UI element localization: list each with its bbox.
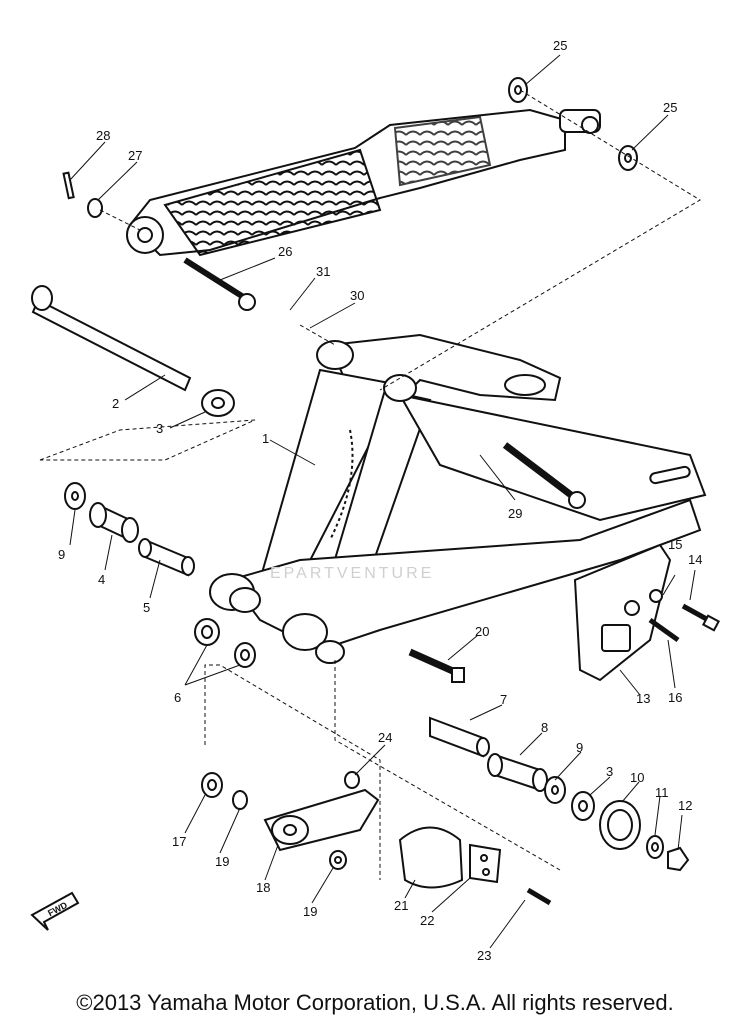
part-label-26: 26 <box>278 244 292 259</box>
shock-hardware <box>62 77 638 311</box>
part-label-7: 7 <box>500 692 507 707</box>
part-label-6: 6 <box>174 690 181 705</box>
right-bushings <box>429 716 690 872</box>
part-label-17: 17 <box>172 834 186 849</box>
part-label-19: 19 <box>215 854 229 869</box>
part-label-24: 24 <box>378 730 392 745</box>
pivot-shaft <box>31 285 235 417</box>
swing-arm <box>209 333 707 664</box>
part-label-14: 14 <box>688 552 702 567</box>
lower-components <box>201 771 552 906</box>
part-label-29: 29 <box>508 506 522 521</box>
copyright-notice: ©2013 Yamaha Motor Corporation, U.S.A. A… <box>76 990 674 1015</box>
part-label-3: 3 <box>606 764 613 779</box>
part-label-3: 3 <box>156 421 163 436</box>
part-label-19: 19 <box>303 904 317 919</box>
part-label-27: 27 <box>128 148 142 163</box>
part-label-18: 18 <box>256 880 270 895</box>
part-label-4: 4 <box>98 572 105 587</box>
bolts <box>408 442 720 683</box>
watermark: EPARTVENTURE <box>270 565 435 582</box>
part-label-25: 25 <box>663 100 677 115</box>
part-label-8: 8 <box>541 720 548 735</box>
part-label-16: 16 <box>668 690 682 705</box>
part-label-9: 9 <box>576 740 583 755</box>
part-label-13: 13 <box>636 691 650 706</box>
part-label-2: 2 <box>112 396 119 411</box>
forward-arrow-icon: FWD <box>30 891 80 931</box>
part-label-20: 20 <box>475 624 489 639</box>
part-label-21: 21 <box>394 898 408 913</box>
part-label-30: 30 <box>350 288 364 303</box>
assembly-guide-lines <box>39 89 701 880</box>
rear-shock-absorber <box>126 108 601 257</box>
leader-lines <box>69 54 696 949</box>
part-label-10: 10 <box>630 770 644 785</box>
part-label-28: 28 <box>96 128 110 143</box>
part-label-12: 12 <box>678 798 692 813</box>
part-label-23: 23 <box>477 948 491 963</box>
part-label-31: 31 <box>316 264 330 279</box>
part-label-22: 22 <box>420 913 434 928</box>
part-label-1: 1 <box>262 431 269 446</box>
part-label-15: 15 <box>668 537 682 552</box>
part-label-5: 5 <box>143 600 150 615</box>
part-label-11: 11 <box>655 785 669 800</box>
part-label-25: 25 <box>553 38 567 53</box>
chain-guard <box>573 543 672 682</box>
left-bushings <box>64 482 256 668</box>
part-label-9: 9 <box>58 547 65 562</box>
part-number-labels: 25 25 28 27 26 31 30 2 3 1 29 9 4 5 6 20… <box>58 38 702 963</box>
